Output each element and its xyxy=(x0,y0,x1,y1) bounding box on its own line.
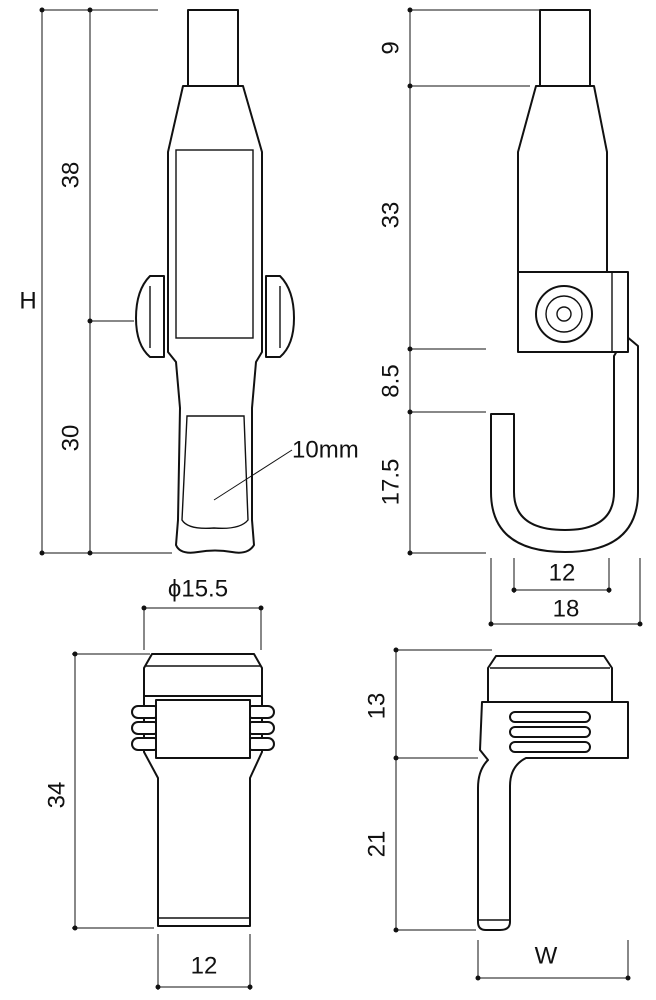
right-width-label: W xyxy=(535,942,558,969)
side-view xyxy=(490,9,639,553)
bottom-dimensions: ϕ15.5 34 12 xyxy=(43,575,264,990)
side-dimensions: 9 33 8.5 17.5 12 18 xyxy=(377,7,643,627)
side-hook-label: 17.5 xyxy=(377,459,404,506)
hook-size-label: 10mm xyxy=(292,436,359,463)
side-outer-width-label: 18 xyxy=(553,595,580,622)
front-view xyxy=(135,9,295,554)
bottom-width-label: 12 xyxy=(191,952,218,979)
right-view xyxy=(477,655,629,931)
front-lower-label: 30 xyxy=(57,425,84,452)
right-lower-label: 21 xyxy=(363,831,390,858)
side-top-label: 9 xyxy=(377,41,404,54)
front-height-label: H xyxy=(19,287,36,314)
side-inner-width-label: 12 xyxy=(549,559,576,586)
right-dimensions: 13 21 W xyxy=(363,647,631,981)
side-body-label: 33 xyxy=(377,202,404,229)
bottom-height-label: 34 xyxy=(43,782,70,809)
front-upper-label: 38 xyxy=(57,162,84,189)
right-upper-label: 13 xyxy=(363,693,390,720)
bottom-diameter-label: ϕ15.5 xyxy=(168,575,228,602)
bottom-view xyxy=(131,653,275,927)
front-dimensions: H 38 30 10mm xyxy=(19,7,359,556)
side-gap-label: 8.5 xyxy=(377,364,404,397)
